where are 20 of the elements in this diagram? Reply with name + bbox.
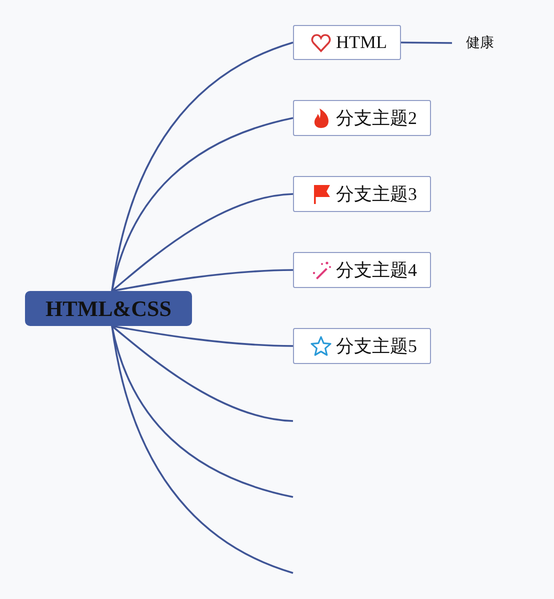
connector-line <box>111 117 294 292</box>
connector-line <box>111 325 294 422</box>
subtopic-label: 健康 <box>452 30 502 56</box>
topic-text: 分支主题5 <box>336 335 417 358</box>
connector-line <box>111 193 294 292</box>
topic-text: 分支主题3 <box>336 183 417 206</box>
central-topic-box: HTML&CSS <box>25 291 192 326</box>
connector-line <box>112 269 294 292</box>
topic-box <box>293 176 431 212</box>
topic-box <box>293 252 431 288</box>
topic-text: 分支主题4 <box>336 259 417 282</box>
connector-line <box>112 325 294 347</box>
topic-text: HTML <box>336 32 387 53</box>
topic-box <box>293 25 401 60</box>
connector-line <box>111 326 294 574</box>
connector-line <box>111 326 294 498</box>
connector-line <box>401 42 452 44</box>
topic-text: 分支主题2 <box>336 107 417 130</box>
topic-box <box>293 328 431 364</box>
topic-box <box>293 100 431 136</box>
